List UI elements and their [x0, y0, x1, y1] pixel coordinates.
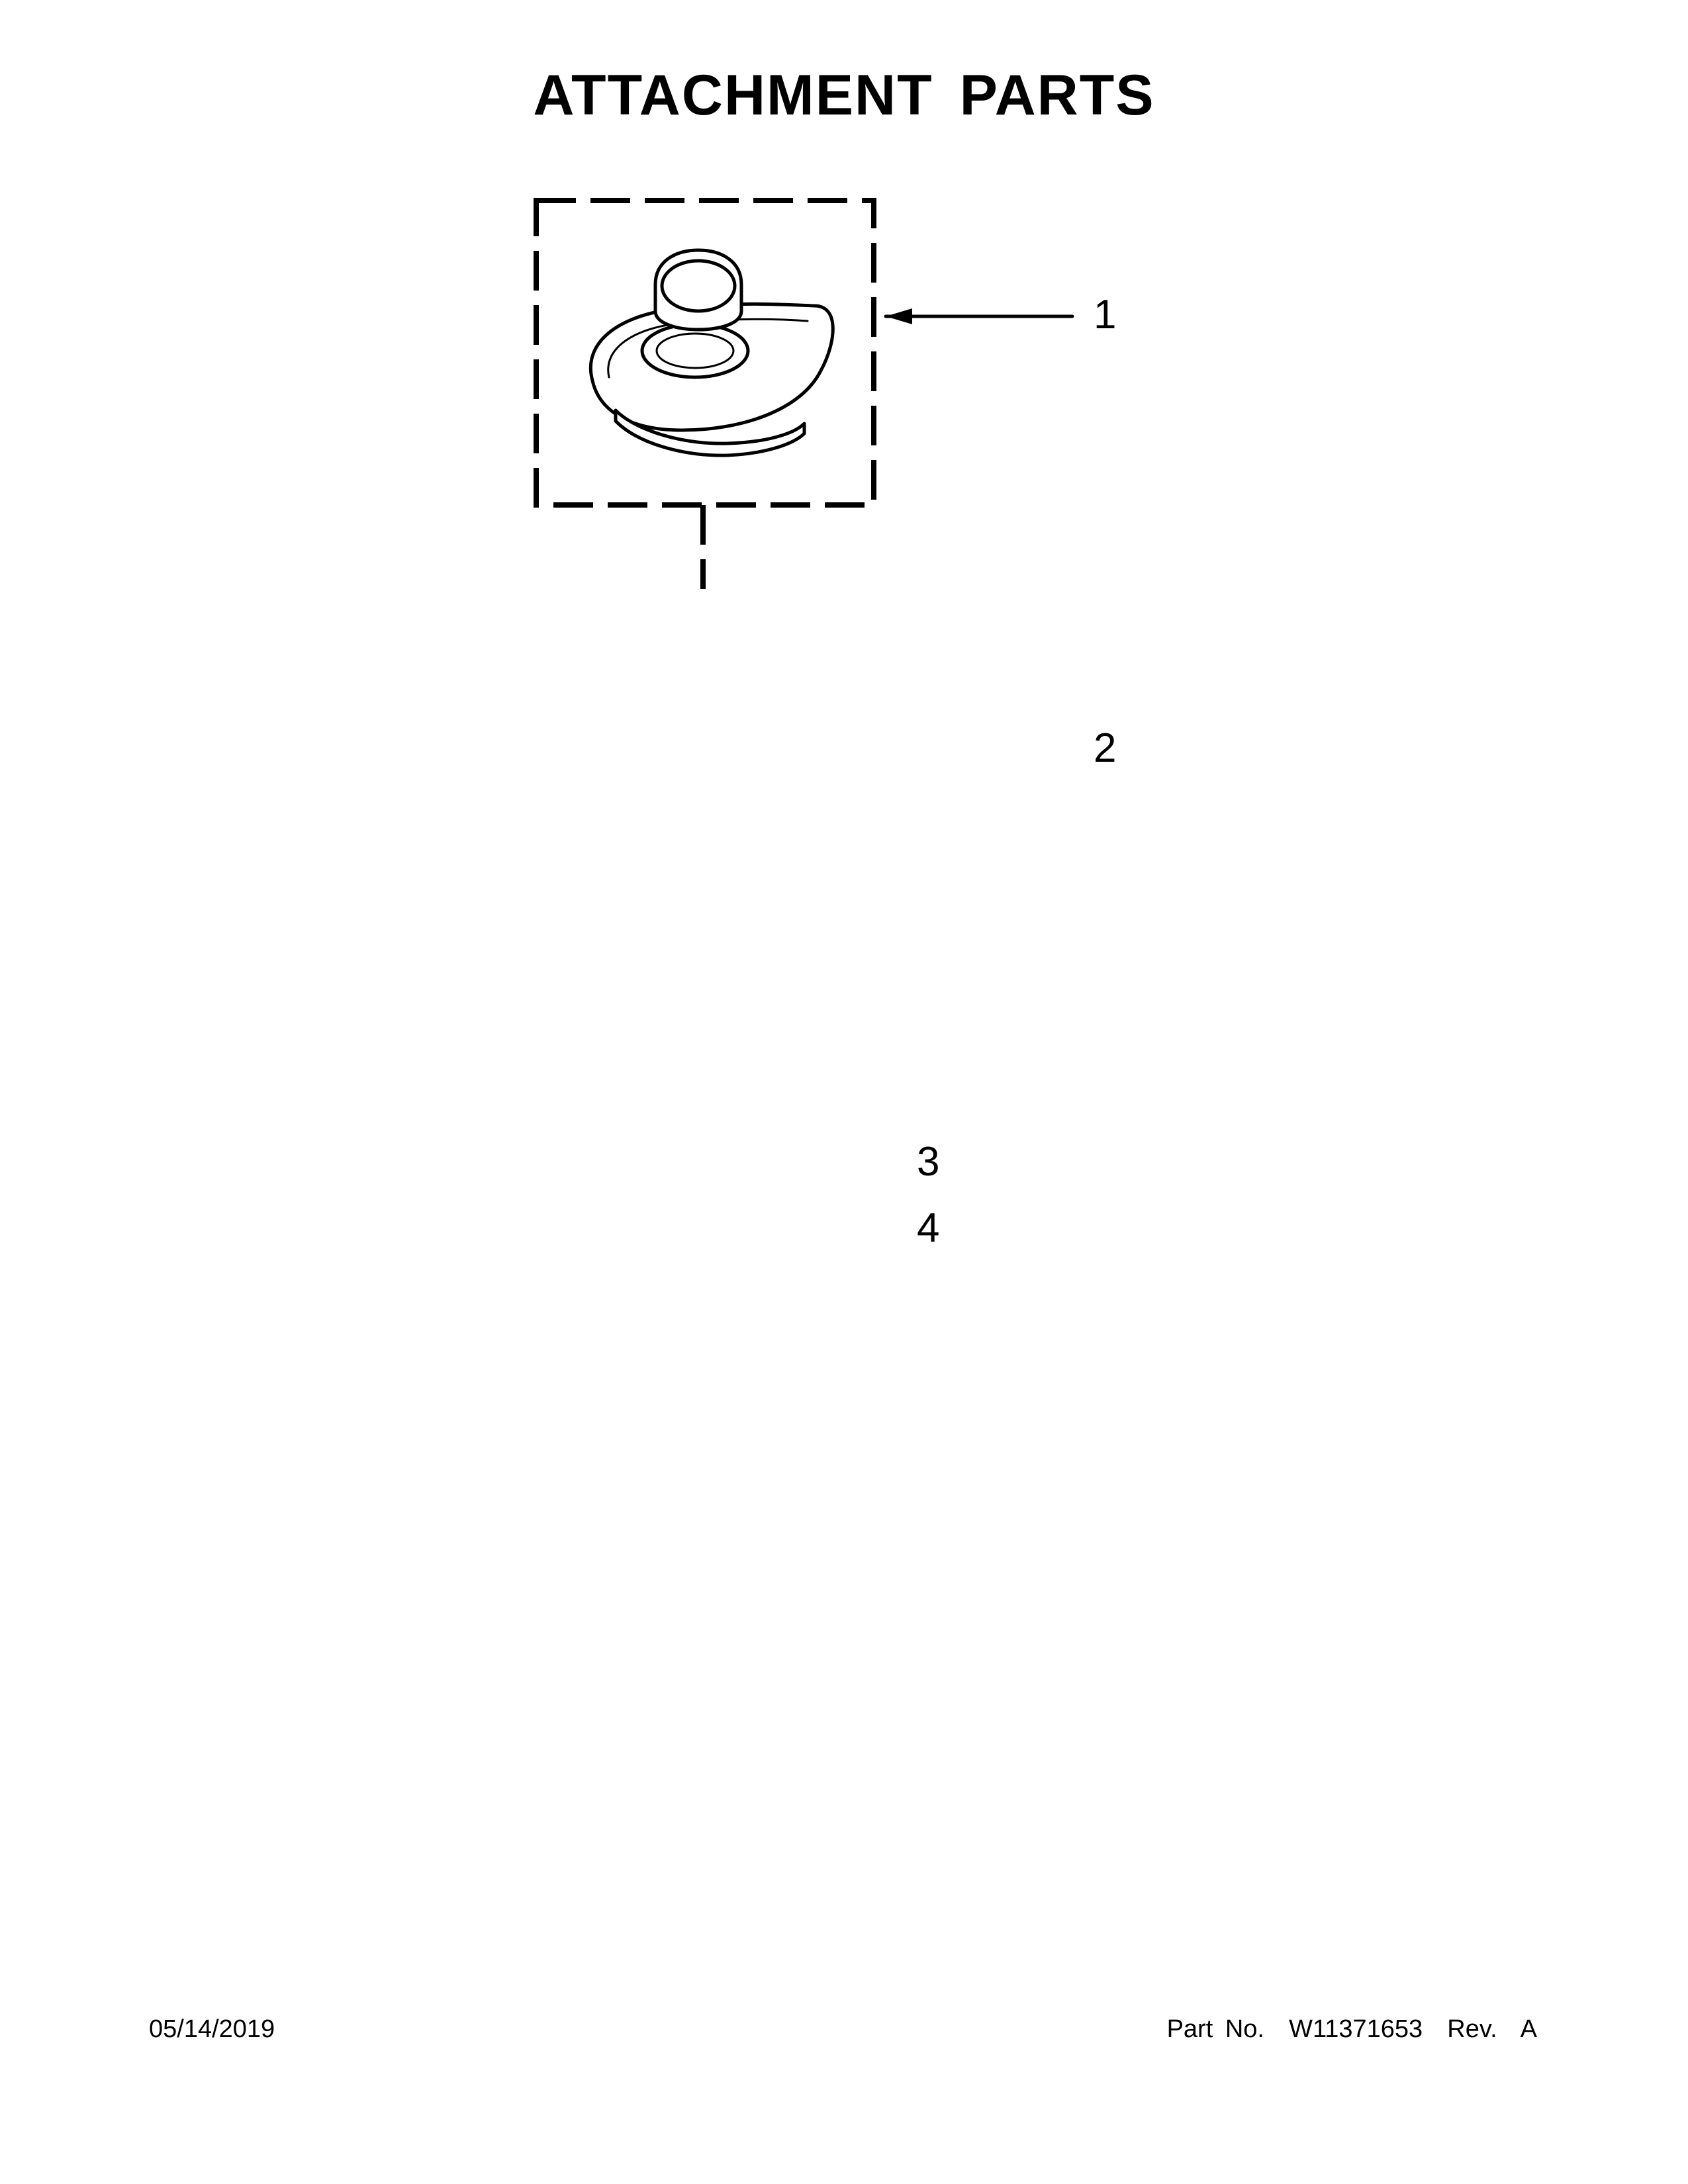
page-title: ATTACHMENT PARTS [533, 64, 1155, 127]
footer-part-info: Part No. W11371653 Rev. A [1166, 2015, 1537, 2043]
callout-4: 4 [917, 1205, 940, 1251]
callout-3: 3 [917, 1139, 940, 1185]
lid-group-box [534, 198, 876, 589]
leader-1 [884, 308, 1074, 324]
callout-2: 2 [1094, 725, 1117, 771]
footer-date: 05/14/2019 [149, 2015, 275, 2043]
callout-1: 1 [1094, 292, 1117, 338]
blender-lid-icon[interactable] [588, 248, 835, 457]
